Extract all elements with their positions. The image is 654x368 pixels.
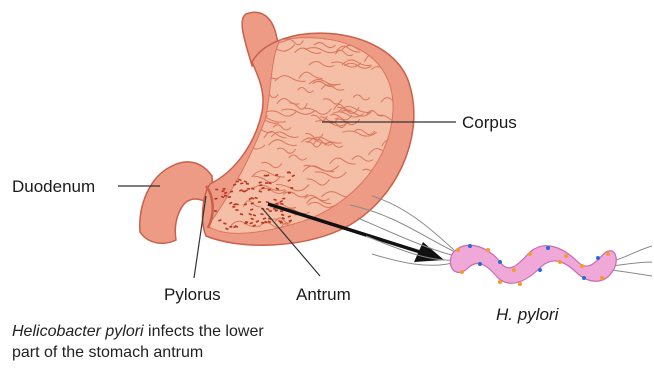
pylorus-leader-line [194, 196, 206, 278]
duodenum-label: Duodenum [12, 177, 95, 196]
figure-caption: Helicobacter pylori infects the lower pa… [12, 321, 392, 363]
pylorus-label: Pylorus [164, 285, 221, 304]
caption-line2: part of the stomach antrum [12, 344, 203, 361]
corpus-label: Corpus [462, 113, 517, 132]
caption-species: Helicobacter pylori [12, 323, 144, 340]
h-pylori-bacterium [450, 245, 616, 283]
antrum-label: Antrum [296, 285, 351, 304]
h-pylori-label: H. pylori [496, 305, 560, 324]
caption-line1-rest: infects the lower [144, 323, 264, 340]
pointer-arrowhead [414, 242, 444, 262]
